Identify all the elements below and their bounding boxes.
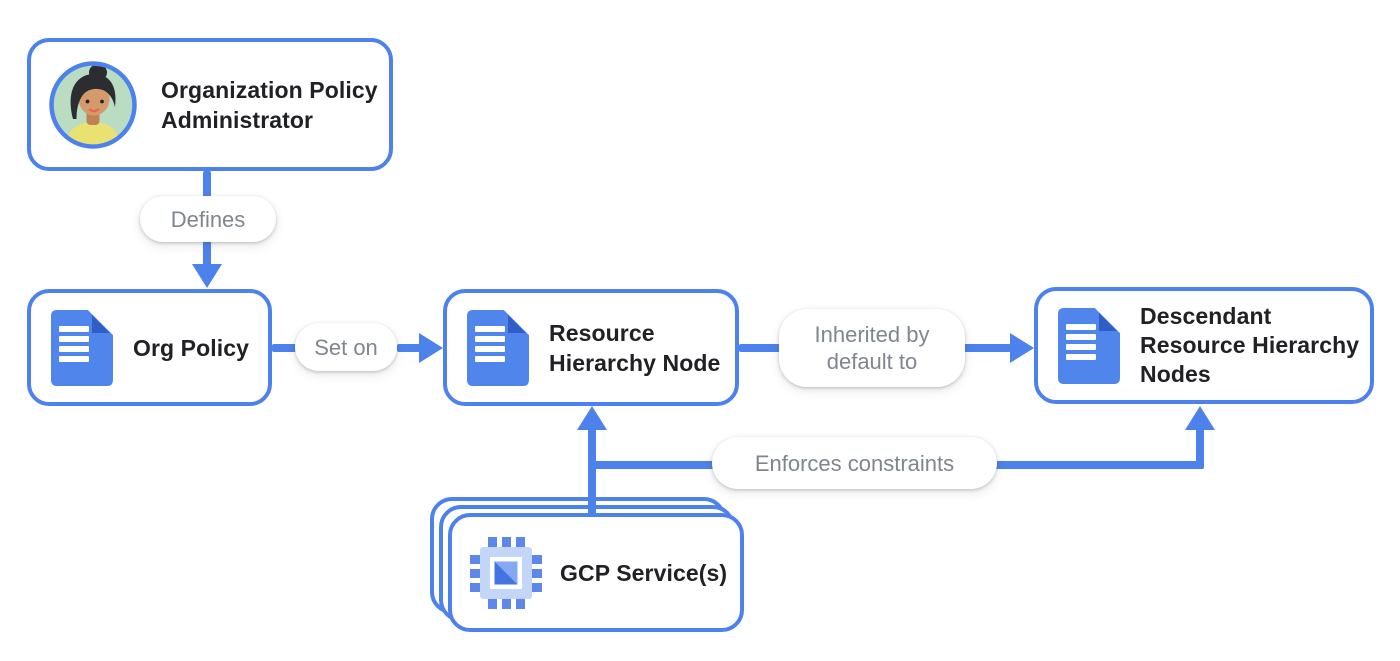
edge-label-text: Inherited by default to xyxy=(814,322,930,374)
node-label: Organization Policy Administrator xyxy=(161,76,378,133)
node-label: Org Policy xyxy=(133,334,250,361)
arrowhead-down-icon xyxy=(192,264,222,288)
arrowhead-right-icon xyxy=(419,333,443,363)
connector-inherited-right xyxy=(963,344,1011,352)
node-organization-policy-administrator: Organization Policy Administrator xyxy=(27,38,393,171)
arrowhead-up-icon xyxy=(1185,406,1215,430)
document-icon xyxy=(51,309,113,386)
arrowhead-up-icon xyxy=(577,406,607,430)
edge-label-inherited-by-default-to: Inherited by default to xyxy=(779,309,965,387)
node-descendant-resource-hierarchy-nodes: Descendant Resource Hierarchy Nodes xyxy=(1034,287,1374,404)
chip-icon xyxy=(470,536,542,609)
edge-label-enforces-constraints: Enforces constraints xyxy=(712,437,997,489)
document-icon xyxy=(1058,307,1120,384)
arrowhead-right-icon xyxy=(1010,333,1034,363)
edge-label-set-on: Set on xyxy=(295,323,397,371)
edge-label-text: Enforces constraints xyxy=(754,450,955,476)
edge-label-defines: Defines xyxy=(140,196,276,242)
node-gcp-services: GCP Service(s) xyxy=(448,513,744,632)
connector-seton-left xyxy=(272,344,296,352)
node-label: Resource Hierarchy Node xyxy=(549,319,721,376)
connector-gcp-vertical xyxy=(588,428,596,515)
node-label: GCP Service(s) xyxy=(560,559,728,586)
person-avatar-icon xyxy=(49,60,137,149)
node-resource-hierarchy-node: Resource Hierarchy Node xyxy=(443,289,739,406)
edge-label-text: Defines xyxy=(170,206,246,232)
connector-inherited-left xyxy=(739,344,780,352)
node-org-policy: Org Policy xyxy=(27,289,272,406)
connector-seton-right xyxy=(397,344,420,352)
connector-enforces-vertical xyxy=(1196,428,1204,469)
edge-label-text: Set on xyxy=(314,334,378,360)
node-label: Descendant Resource Hierarchy Nodes xyxy=(1140,303,1360,387)
document-icon xyxy=(467,309,529,386)
